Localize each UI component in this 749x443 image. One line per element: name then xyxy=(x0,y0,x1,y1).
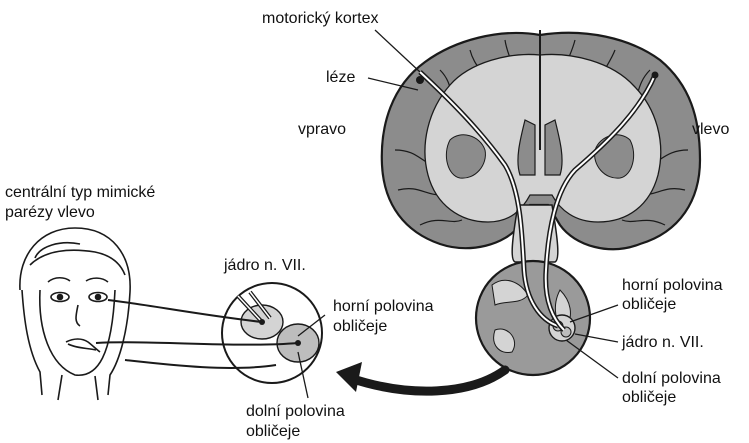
label-upper-half-inset-1: horní polovina xyxy=(333,297,434,316)
label-nucleus-right: jádro n. VII. xyxy=(622,333,704,352)
label-lower-half-right-1: dolní polovina xyxy=(622,369,721,388)
pons-section xyxy=(476,261,590,375)
label-lesion: léze xyxy=(326,68,355,87)
face-illustration xyxy=(20,228,130,400)
label-nucleus-inset: jádro n. VII. xyxy=(224,256,306,275)
label-left-side: vlevo xyxy=(692,120,729,139)
label-lower-half-right-2: obličeje xyxy=(622,388,676,407)
label-lower-half-inset-1: dolní polovina xyxy=(246,402,345,421)
label-upper-half-inset-2: obličeje xyxy=(333,317,387,336)
nucleus-inset xyxy=(222,283,325,398)
label-paresis-line2: parézy vlevo xyxy=(5,203,95,222)
label-paresis-line1: centrální typ mimické xyxy=(5,183,155,202)
label-upper-half-right-2: obličeje xyxy=(622,295,676,314)
magnify-arrow xyxy=(350,370,505,391)
label-motor-cortex: motorický kortex xyxy=(262,9,378,28)
label-upper-half-right-1: horní polovina xyxy=(622,276,723,295)
label-right-side: vpravo xyxy=(298,120,346,139)
label-lower-half-inset-2: obličeje xyxy=(246,422,300,441)
